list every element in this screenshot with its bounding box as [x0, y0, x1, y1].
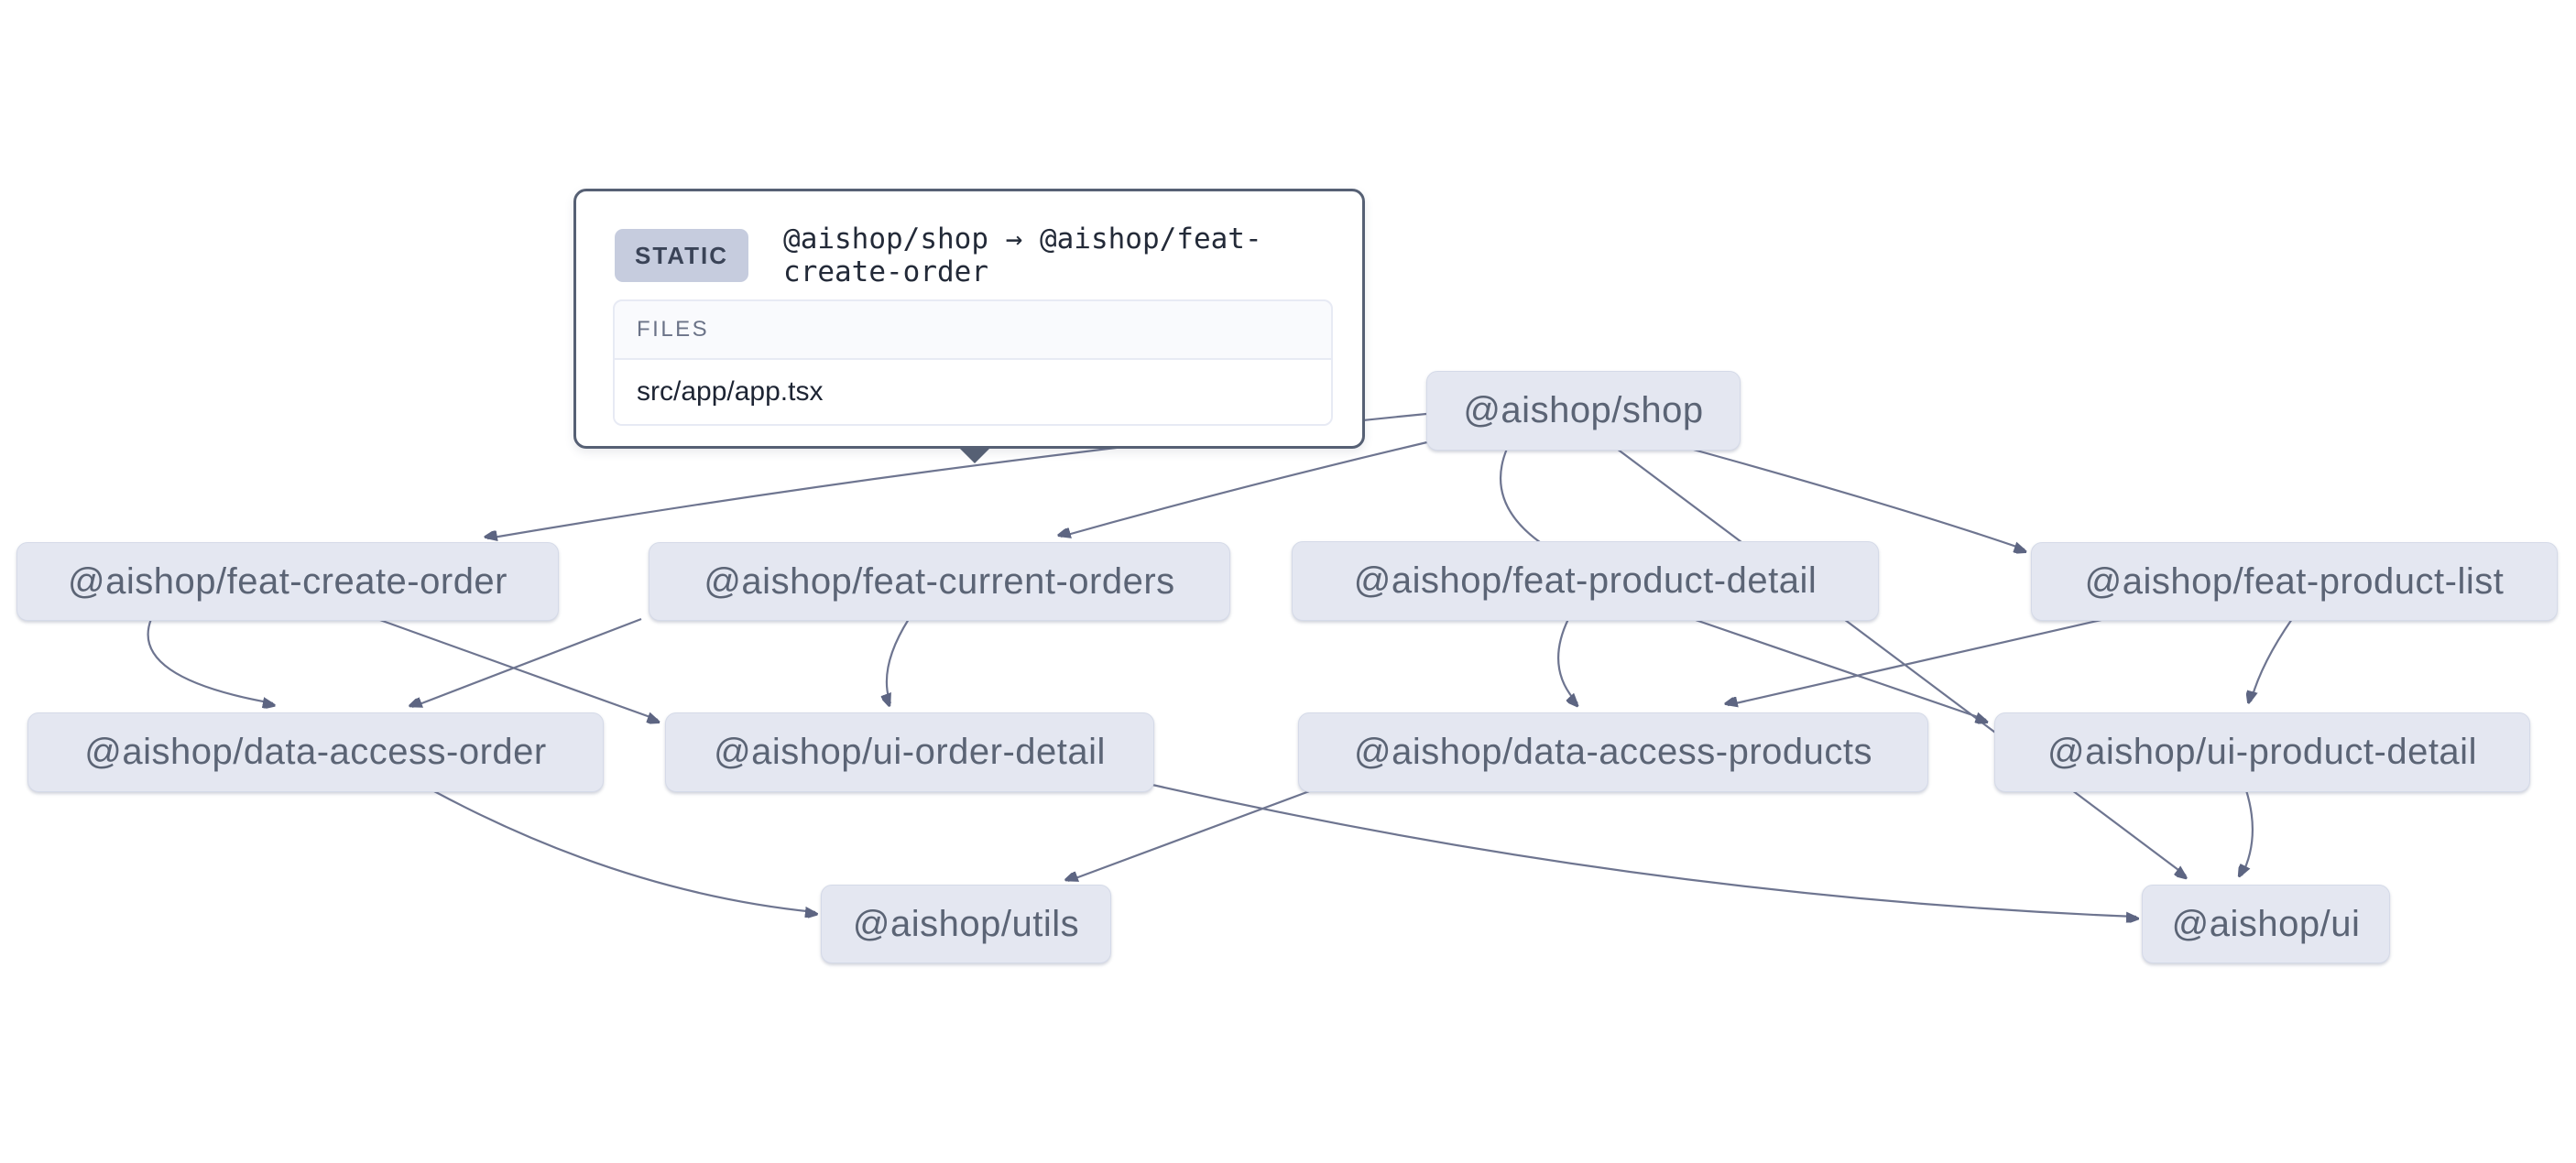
node-data-access-order[interactable]: @aishop/data-access-order	[27, 712, 604, 792]
tooltip-header: STATIC @aishop/shop → @aishop/feat-creat…	[576, 191, 1362, 288]
edge-feat-product-detail-to-ui-product-detail[interactable]	[1692, 617, 1986, 720]
files-list: src/app/app.tsx	[615, 360, 1331, 424]
node-utils[interactable]: @aishop/utils	[821, 885, 1111, 963]
node-ui-order-detail[interactable]: @aishop/ui-order-detail	[665, 712, 1154, 792]
edge-label: @aishop/shop → @aishop/feat-create-order	[783, 223, 1262, 288]
node-ui-product-detail[interactable]: @aishop/ui-product-detail	[1994, 712, 2530, 792]
edge-ui-product-detail-to-ui[interactable]	[2242, 789, 2254, 875]
edge-data-access-order-to-utils[interactable]	[431, 789, 815, 912]
file-row: src/app/app.tsx	[615, 360, 1331, 424]
edge-feat-current-orders-to-data-access-order[interactable]	[412, 617, 642, 709]
edge-shop-to-feat-product-detail[interactable]	[1500, 448, 1554, 551]
edge-feat-create-order-to-ui-order-detail[interactable]	[377, 617, 658, 720]
node-feat-product-list[interactable]: @aishop/feat-product-list	[2031, 542, 2558, 621]
edge-feat-product-list-to-ui-product-detail[interactable]	[2251, 618, 2293, 701]
node-data-access-products[interactable]: @aishop/data-access-products	[1298, 712, 1928, 792]
edge-tooltip: STATIC @aishop/shop → @aishop/feat-creat…	[573, 189, 1365, 449]
edge-feat-product-list-to-data-access-products[interactable]	[1728, 617, 2106, 705]
node-shop[interactable]: @aishop/shop	[1426, 371, 1741, 451]
edge-feat-current-orders-to-ui-order-detail[interactable]	[887, 618, 910, 703]
node-feat-create-order[interactable]: @aishop/feat-create-order	[16, 542, 559, 621]
edge-data-access-products-to-utils[interactable]	[1068, 788, 1313, 883]
node-feat-current-orders[interactable]: @aishop/feat-current-orders	[649, 542, 1230, 621]
files-panel-header: FILES	[615, 301, 1331, 360]
node-ui[interactable]: @aishop/ui	[2142, 885, 2390, 963]
edge-shop-to-ui[interactable]	[1616, 448, 2186, 875]
node-feat-product-detail[interactable]: @aishop/feat-product-detail	[1292, 541, 1879, 621]
edge-feat-create-order-to-data-access-order[interactable]	[147, 618, 273, 703]
tooltip-pointer-icon	[959, 448, 990, 463]
edge-feat-product-detail-to-data-access-products[interactable]	[1557, 618, 1577, 703]
edge-ui-order-detail-to-ui[interactable]	[1152, 783, 2136, 917]
edge-shop-to-feat-product-list[interactable]	[1689, 447, 2025, 549]
edge-type-badge: STATIC	[615, 229, 749, 282]
files-panel: FILES src/app/app.tsx	[613, 299, 1333, 426]
edge-shop-to-feat-current-orders[interactable]	[1061, 440, 1432, 537]
